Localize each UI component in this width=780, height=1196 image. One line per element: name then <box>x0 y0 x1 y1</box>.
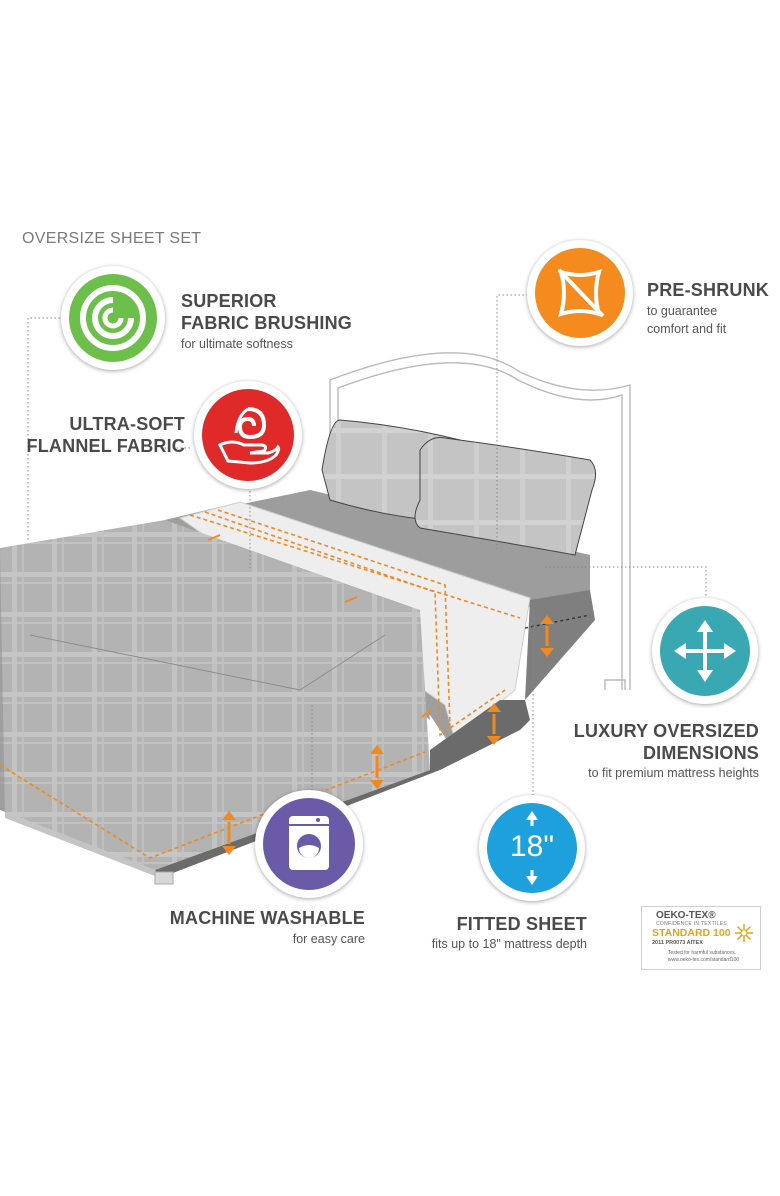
oeko-tex-label: OEKO-TEX® CONFIDENCE IN TEXTILES STANDAR… <box>641 906 761 970</box>
fitted-badge: 18" <box>479 795 585 901</box>
brushing-icon-circle <box>69 274 157 362</box>
oversized-icon-circle <box>660 606 750 696</box>
fitted-icon-circle: 18" <box>487 803 577 893</box>
brushing-title-line1: SUPERIOR <box>181 291 277 311</box>
preshrunk-subtitle-line1: to guarantee <box>647 304 718 318</box>
washable-title: MACHINE WASHABLE <box>169 908 365 928</box>
pillow-front <box>414 437 596 556</box>
brushing-subtitle: for ultimate softness <box>181 337 293 351</box>
oversized-subtitle: to fit premium mattress heights <box>588 766 759 780</box>
headboard <box>329 352 631 690</box>
brushing-title-line2: FABRIC BRUSHING <box>181 313 353 333</box>
oeko-tex-name: OEKO-TEX® <box>656 910 716 921</box>
preshrunk-icon-circle <box>535 248 625 338</box>
blanket <box>0 520 430 870</box>
washable-icon-circle <box>263 798 355 890</box>
flannel-badge <box>194 381 302 489</box>
fitted-subtitle: fits up to 18" mattress depth <box>431 937 587 951</box>
flannel-title-line1: ULTRA-SOFT <box>69 414 185 434</box>
washable-subtitle: for easy care <box>292 932 365 946</box>
oversized-title-line1: LUXURY OVERSIZED <box>573 721 759 741</box>
depth-value: 18" <box>509 830 555 863</box>
fitted-title: FITTED SHEET <box>456 914 587 934</box>
oversized-badge <box>652 598 758 704</box>
leader-lines <box>27 294 707 820</box>
oeko-tex-note-line2: www.oeko-tex.com/standard100 <box>668 957 740 963</box>
expand-arrows-icon <box>674 620 736 682</box>
page-title: OVERSIZE SHEET SET <box>22 230 202 247</box>
measure-arrows <box>207 534 554 855</box>
oeko-tex-standard: STANDARD 100 <box>652 927 731 939</box>
brushing-badge <box>61 266 165 370</box>
soft-hand-icon <box>217 407 281 465</box>
preshrunk-badge <box>527 240 633 346</box>
oversized-title-line2: DIMENSIONS <box>642 743 759 763</box>
oeko-tex-tagline: CONFIDENCE IN TEXTILES <box>656 921 727 927</box>
flannel-icon-circle <box>202 389 294 481</box>
washing-machine-icon <box>289 816 329 870</box>
washable-badge <box>255 790 363 898</box>
oeko-tex-logo-icon <box>735 924 753 942</box>
preshrunk-subtitle-line2: comfort and fit <box>647 322 727 336</box>
oeko-tex-code: 2011 PR0073 AITEX <box>652 940 703 946</box>
depth-arrows-icon <box>526 811 538 885</box>
swirl-icon <box>80 285 146 351</box>
preshrunk-title: PRE-SHRUNK <box>647 280 770 300</box>
oeko-tex-note-line1: Tested for harmful substances. <box>668 950 737 956</box>
no-shrink-icon <box>557 268 605 318</box>
flannel-title-line2: FLANNEL FABRIC <box>26 436 185 456</box>
